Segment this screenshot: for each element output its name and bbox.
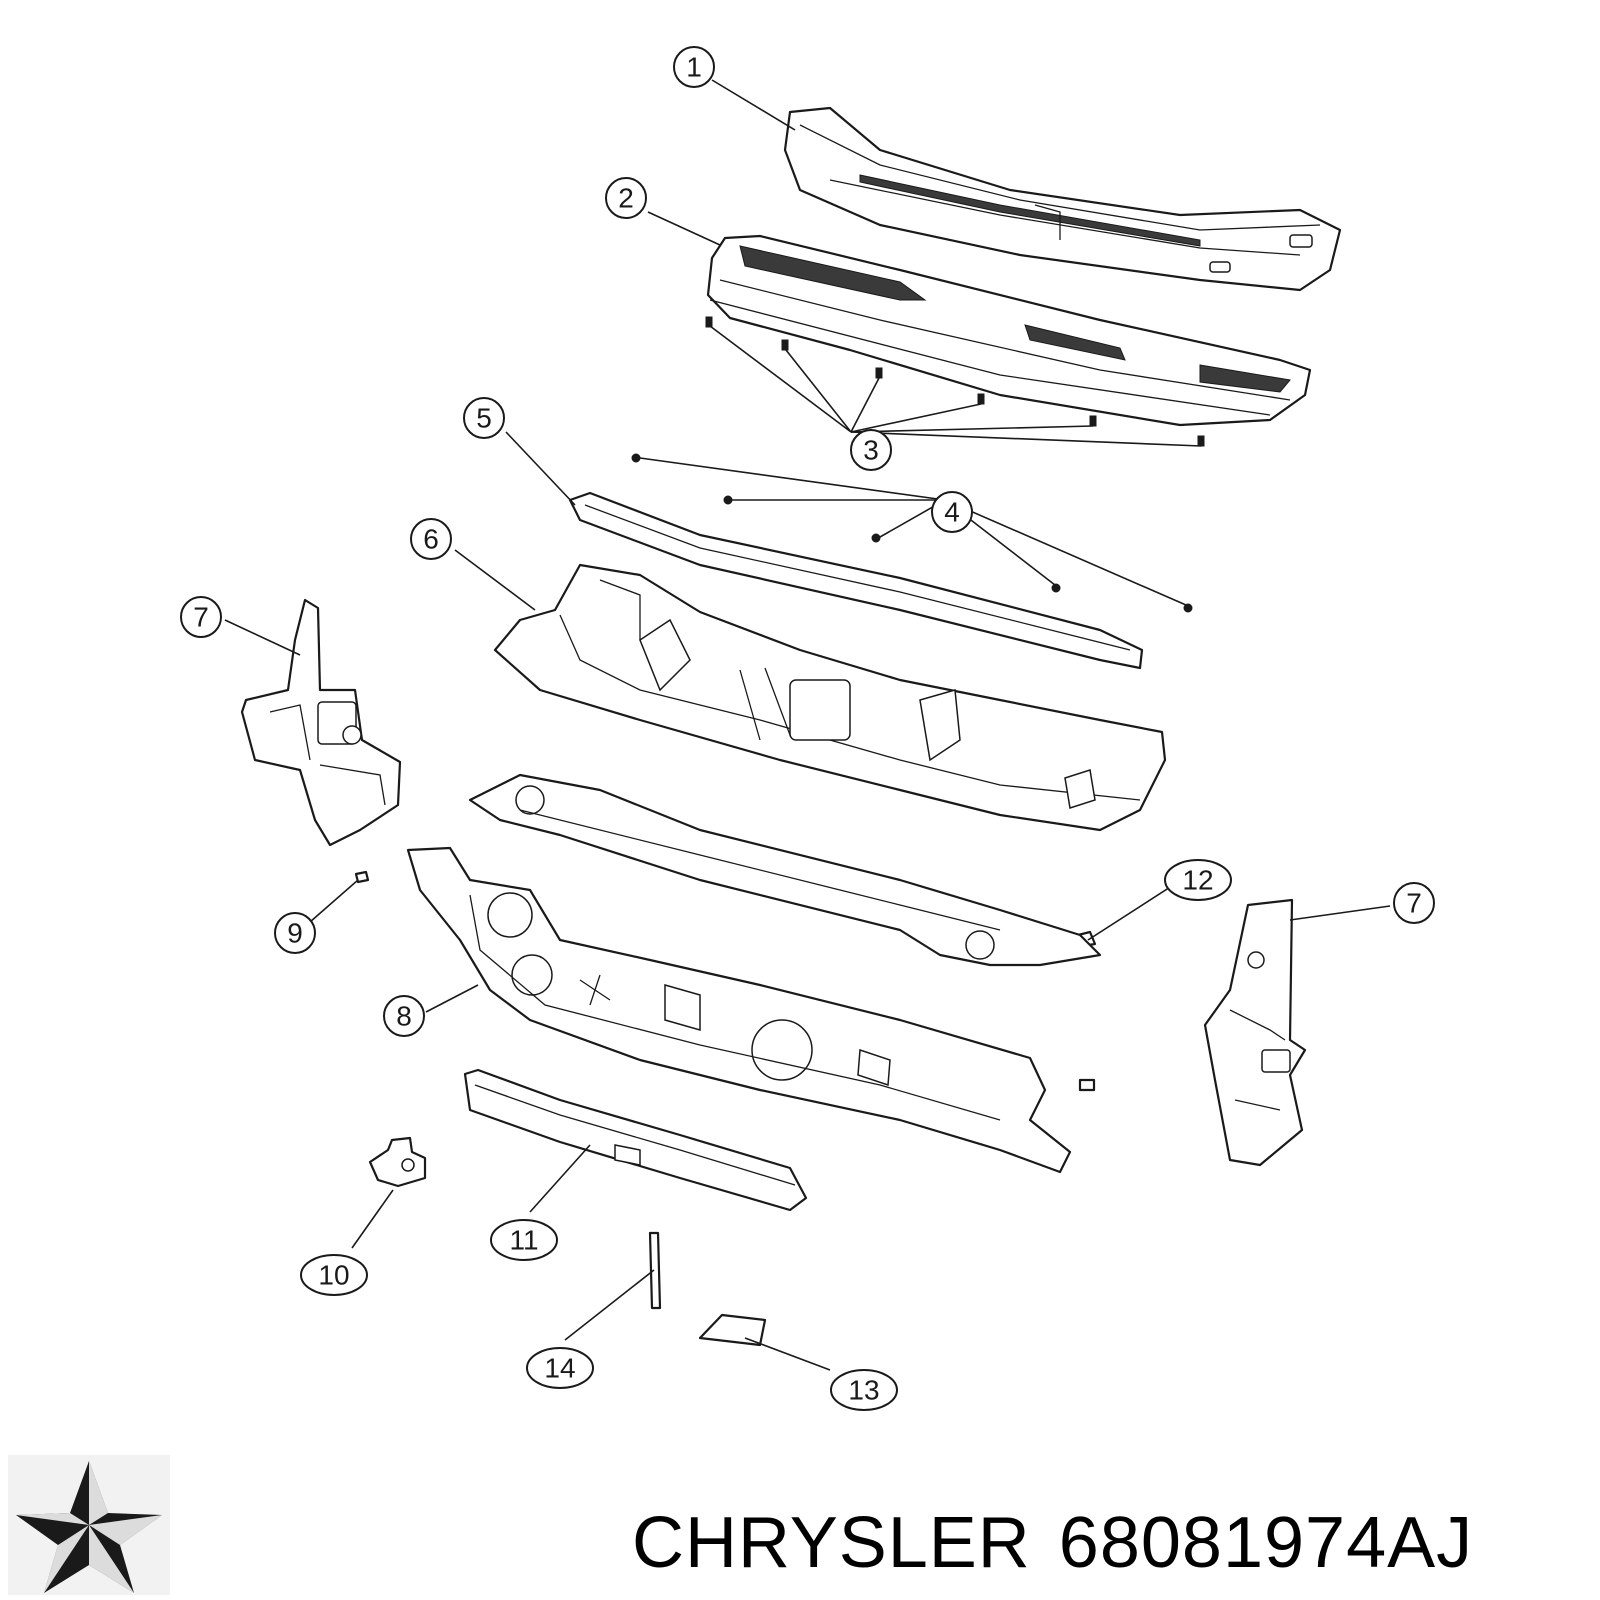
callout-14: 14 <box>526 1347 594 1389</box>
callout-3-label: 3 <box>863 435 879 466</box>
callout-12: 12 <box>1164 859 1232 901</box>
part-4-screws <box>631 453 1193 613</box>
callout-1: 1 <box>673 46 715 88</box>
callout-14-label: 14 <box>544 1353 575 1384</box>
loose-clip <box>1078 1078 1096 1092</box>
callout-8: 8 <box>383 995 425 1037</box>
callout-5: 5 <box>463 397 505 439</box>
callout-9: 9 <box>274 912 316 954</box>
cowl-lower-panel <box>468 773 1102 967</box>
part-6-dash-panel-upper <box>493 563 1167 832</box>
part-number: 68081974AJ <box>1058 1503 1474 1583</box>
part-7-right-side-bracket <box>1203 898 1307 1167</box>
callout-7-right-label: 7 <box>1406 888 1422 919</box>
callout-7-left: 7 <box>180 596 222 638</box>
brand-name: CHRYSLER <box>632 1503 1031 1583</box>
callout-4: 4 <box>931 491 973 533</box>
part-9-clip <box>354 870 370 884</box>
part-1-cowl-upper-panel <box>783 106 1342 292</box>
callout-10: 10 <box>300 1254 368 1296</box>
part-5-cowl-reinforcement-strip <box>568 491 1144 670</box>
callout-13-label: 13 <box>848 1375 879 1406</box>
callout-13: 13 <box>830 1369 898 1411</box>
callout-8-label: 8 <box>396 1001 412 1032</box>
callout-5-label: 5 <box>476 403 492 434</box>
callout-2: 2 <box>605 177 647 219</box>
part-11-lower-cross-member <box>463 1068 808 1212</box>
part-14-strip <box>648 1231 662 1310</box>
part-title: CHRYSLER 68081974AJ <box>632 1498 1582 1588</box>
pentastar-icon <box>8 1455 170 1595</box>
callout-12-label: 12 <box>1182 865 1213 896</box>
callout-11: 11 <box>490 1219 558 1261</box>
callout-7-left-label: 7 <box>193 602 209 633</box>
leader-lines <box>224 79 1391 1371</box>
callout-11-label: 11 <box>509 1225 538 1256</box>
callout-9-label: 9 <box>287 918 303 949</box>
callout-6-label: 6 <box>423 524 439 555</box>
part-8-dash-panel-lower <box>406 846 1072 1174</box>
part-7-left-side-bracket <box>240 598 402 847</box>
part-13-pad <box>698 1313 767 1347</box>
callout-1-label: 1 <box>686 52 702 83</box>
callout-7-right: 7 <box>1393 882 1435 924</box>
callout-6: 6 <box>410 518 452 560</box>
callout-2-label: 2 <box>618 183 634 214</box>
part-2-cowl-grille <box>706 234 1312 427</box>
callout-4-label: 4 <box>944 497 960 528</box>
callout-10-label: 10 <box>318 1260 349 1291</box>
part-10-bracket <box>368 1136 427 1188</box>
callout-3: 3 <box>850 429 892 471</box>
